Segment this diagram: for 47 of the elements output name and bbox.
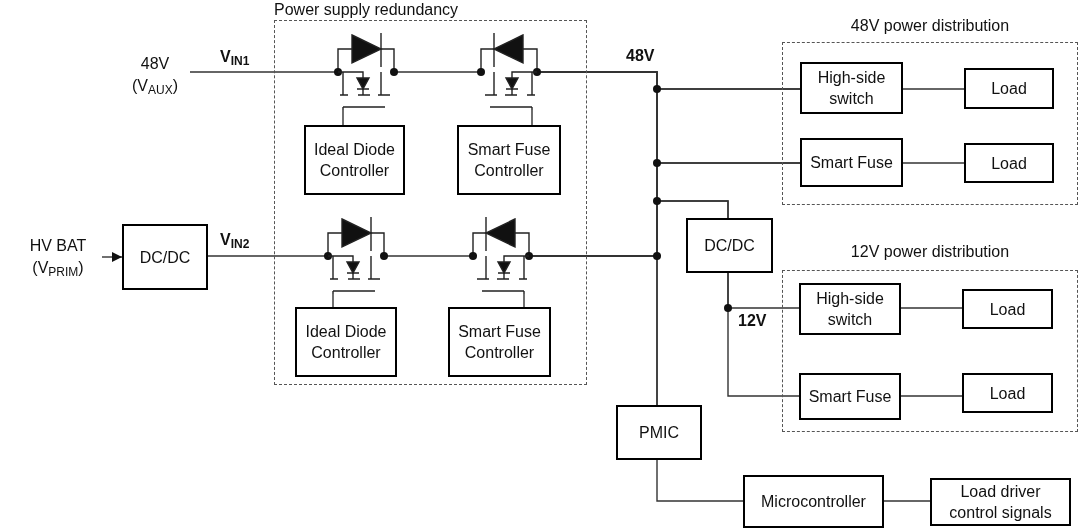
wire [883,500,931,502]
block-box: Ideal Diode Controller [295,307,397,377]
block-box: High-side switch [800,62,903,114]
wire [332,293,334,308]
block-box: Load [962,373,1053,413]
mosfet-drawing [324,216,388,294]
wire [902,162,965,164]
wire [727,272,800,397]
wire [532,255,658,406]
block-box: Smart Fuse Controller [448,307,551,377]
wire [342,109,344,126]
block-box: Load [964,68,1054,109]
group-title: Power supply redundancy [274,0,459,20]
block-box: PMIC [616,405,702,460]
voltage-label: 12V [738,311,767,331]
block-box: DC/DC [686,218,773,273]
mosfet-drawing [469,216,533,294]
block-box: DC/DC [122,224,208,290]
mosfet-drawing [477,32,541,110]
block-box: Smart Fuse [799,373,901,420]
block-box: Load [964,143,1054,183]
edge-label: V$_{IN1}$ [220,47,250,67]
edge-label: V$_{IN2}$ [220,230,250,250]
arrow [101,252,123,262]
wire [656,459,744,502]
block-box: Microcontroller [743,475,884,528]
block-box: Load [962,289,1053,329]
voltage-label: 48V [626,46,655,66]
group-title: 12V power distribution [850,242,1010,262]
wire [900,307,963,309]
wire [207,255,325,257]
block-box: Smart Fuse [800,138,903,187]
supply-label: HV BAT (V$_{PRIM}$) [14,232,102,282]
supply-label: 48V (V$_{AUX}$) [120,52,190,98]
wire [900,395,963,397]
block-box: Load driver control signals [930,478,1071,526]
group-title: 48V power distribution [850,16,1010,36]
mosfet-drawing [334,32,398,110]
wire [397,71,478,73]
block-box: High-side switch [799,283,901,335]
wire [387,255,470,257]
wire [189,71,335,73]
wire [902,88,965,90]
wire [523,293,525,308]
block-box: Smart Fuse Controller [457,125,561,195]
block-box: Ideal Diode Controller [304,125,405,195]
wire [531,109,533,126]
